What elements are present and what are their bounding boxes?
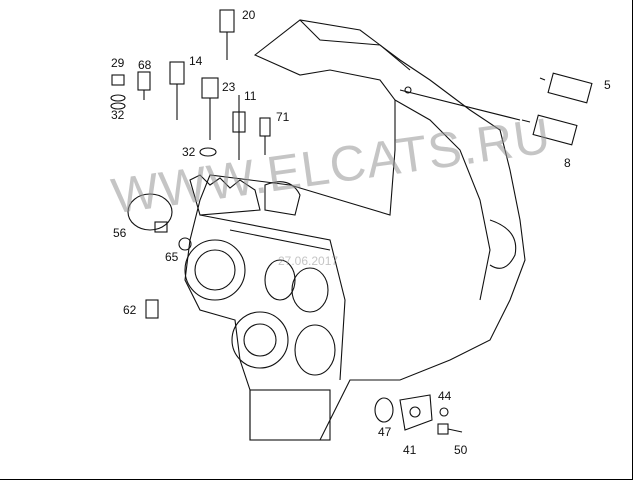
ring-65 [178, 237, 192, 251]
washer-44 [439, 407, 449, 417]
callout-65[interactable]: 65 [165, 250, 179, 264]
callout-68[interactable]: 68 [138, 58, 152, 72]
sensor-71 [259, 117, 271, 155]
callout-14[interactable]: 14 [189, 54, 203, 68]
plug-62 [145, 299, 159, 319]
callout-29[interactable]: 29 [111, 56, 125, 70]
callout-47[interactable]: 47 [378, 425, 392, 439]
bolt-50 [437, 423, 463, 435]
callout-56[interactable]: 56 [113, 226, 127, 240]
washer-32b [199, 147, 217, 157]
callout-50[interactable]: 50 [454, 443, 468, 457]
housing-41 [399, 394, 433, 431]
callout-32-lower[interactable]: 32 [182, 145, 196, 159]
washer-32a [110, 102, 126, 110]
connector-5 [539, 72, 593, 104]
callout-62[interactable]: 62 [123, 303, 137, 317]
callout-5[interactable]: 5 [604, 78, 611, 92]
sensor-23 [201, 77, 219, 140]
engine-block [184, 19, 526, 441]
callout-8[interactable]: 8 [564, 156, 571, 170]
plug-29 [110, 74, 126, 102]
sensor-11 [232, 95, 246, 160]
callout-23[interactable]: 23 [222, 80, 236, 94]
sensor-68 [137, 71, 151, 100]
connector-8 [521, 114, 578, 146]
sender-56 [127, 193, 173, 233]
callout-41[interactable]: 41 [403, 443, 417, 457]
callout-71[interactable]: 71 [276, 110, 290, 124]
callout-32-upper[interactable]: 32 [111, 108, 125, 122]
sensor-14 [169, 61, 185, 120]
gasket-47 [374, 397, 394, 423]
callout-11[interactable]: 11 [244, 89, 257, 103]
sensor-20 [219, 9, 235, 60]
callout-44[interactable]: 44 [438, 389, 452, 403]
callout-20[interactable]: 20 [242, 8, 256, 22]
